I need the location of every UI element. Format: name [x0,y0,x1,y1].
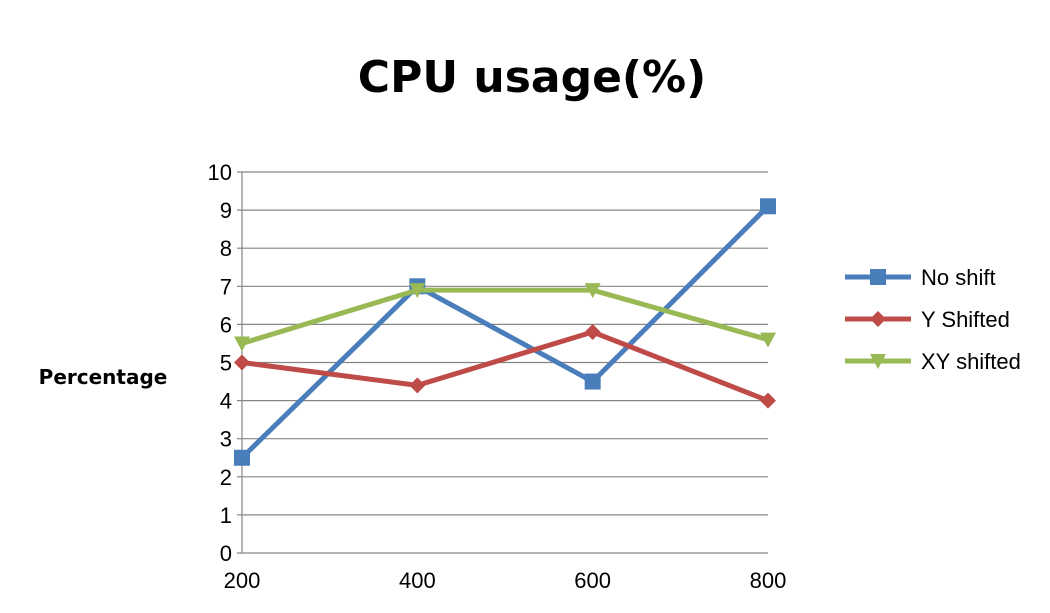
y-axis-label: Percentage [39,365,168,389]
y-tick-label: 9 [220,198,232,223]
y-tick-label: 0 [220,541,232,566]
legend-marker-no-shift [870,269,886,285]
legend-label-no-shift: No shift [921,265,996,290]
legend-label-y-shifted: Y Shifted [921,307,1010,332]
series-line-no-shift [240,204,770,460]
y-tick-label: 1 [220,503,232,528]
data-point-y-shifted [409,377,426,394]
legend-marker-xy-shifted [870,354,886,369]
legend-entry-xy-shifted: XY shifted [845,349,1021,374]
series-y-shifted [234,324,776,409]
data-point-no-shift [760,198,776,215]
data-point-y-shifted [760,392,776,409]
series-line-y-shifted [241,329,769,403]
legend-label-xy-shifted: XY shifted [921,349,1021,374]
data-point-y-shifted [234,354,250,371]
x-tick-label: 800 [750,568,787,593]
chart-title: CPU usage(%) [358,52,706,103]
data-point-no-shift [584,373,601,390]
data-point-y-shifted [584,324,601,341]
y-tick-label: 4 [220,389,232,414]
x-tick-label: 400 [399,568,436,593]
series-no-shift [234,198,776,466]
gridlines [242,171,768,516]
legend-entry-no-shift: No shift [845,265,996,290]
y-tick-label: 10 [208,160,232,185]
legend: No shift Y Shifted XY shifted [845,265,1021,374]
legend-marker-y-shifted [870,311,886,327]
legend-entry-y-shifted: Y Shifted [845,307,1010,332]
data-point-xy-shifted [409,283,426,299]
y-tick-label: 3 [220,427,232,452]
x-tick-label: 600 [574,568,611,593]
series-xy-shifted [234,283,776,352]
y-tick-label: 5 [220,351,232,376]
series-line-xy-shifted [241,287,769,346]
y-tick-label: 8 [220,236,232,261]
x-tick-labels: 200 400 600 800 [224,568,787,593]
y-tick-label: 7 [220,274,232,299]
plot-series [234,198,776,466]
y-tick-label: 6 [220,312,232,337]
y-tick-label: 2 [220,465,232,490]
data-point-xy-shifted [234,336,250,352]
data-point-xy-shifted [760,332,776,348]
data-point-xy-shifted [584,283,601,299]
y-tick-labels: 0 1 2 3 4 5 6 7 8 9 10 [208,160,232,566]
data-point-no-shift [234,449,250,466]
x-tick-label: 200 [224,568,261,593]
